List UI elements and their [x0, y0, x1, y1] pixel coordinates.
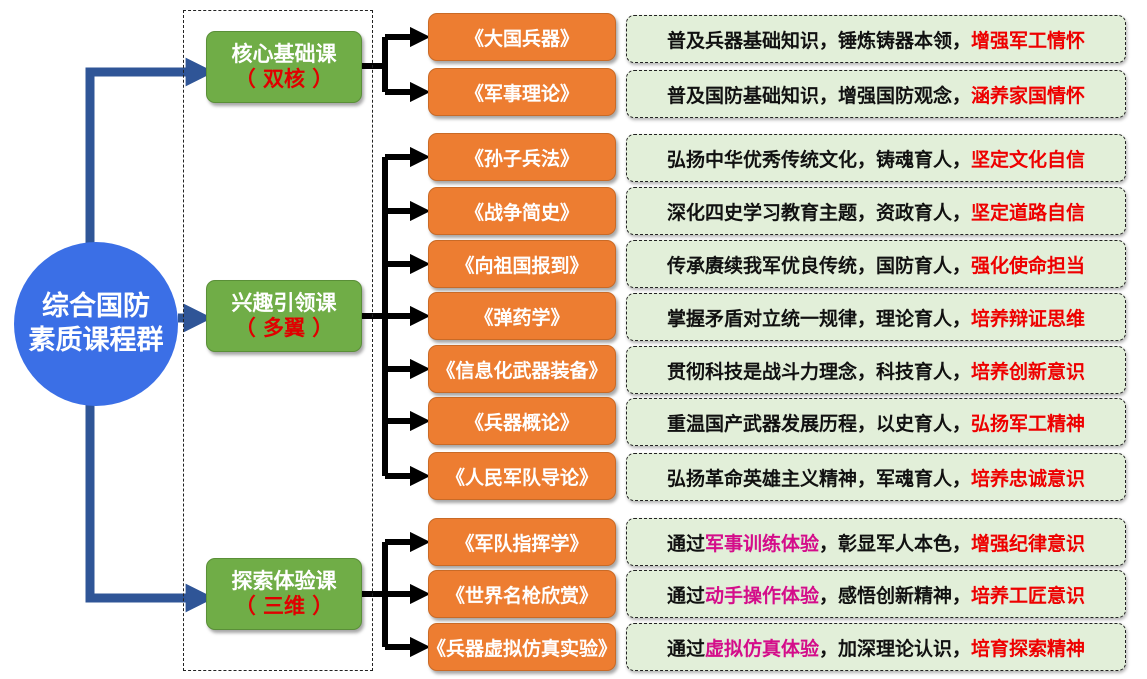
category-title: 核心基础课	[231, 41, 337, 66]
description-text: 弘扬中华优秀传统文化，铸魂育人，	[666, 148, 971, 171]
description-text: 传承赓续我军优良传统，国防育人，	[666, 254, 971, 277]
course-box: 《弹药学》	[428, 292, 616, 340]
description-text: ，彰显军人本色，	[819, 532, 972, 555]
description-box: 传承赓续我军优良传统，国防育人，强化使命担当	[626, 240, 1126, 288]
course-box: 《兵器虚拟仿真实验》	[427, 623, 617, 671]
course-box: 《战争简史》	[428, 187, 616, 235]
course-box: 《军队指挥学》	[428, 518, 616, 566]
description-box: 通过动手操作体验，感悟创新精神，培养工匠意识	[626, 570, 1126, 618]
description-text: ，加深理论认识，	[819, 637, 972, 660]
root-arrow-core	[85, 57, 215, 244]
description-goal: 培养辩证思维	[971, 307, 1086, 330]
course-box: 《世界名枪欣赏》	[428, 570, 616, 618]
course-box: 《大国兵器》	[428, 13, 616, 61]
description-goal: 培养工匠意识	[971, 584, 1086, 607]
interest-branch	[362, 146, 431, 487]
description-goal: 增强纪律意识	[971, 532, 1086, 555]
root-label-line2: 素质课程群	[28, 325, 164, 356]
description-goal: 培养创新意识	[971, 360, 1086, 383]
description-text: 弘扬革命英雄主义精神，军魂育人，	[666, 467, 971, 490]
description-text: 深化四史学习教育主题，资政育人，	[666, 201, 971, 224]
description-text: ，感悟创新精神，	[819, 584, 972, 607]
course-box: 《兵器概论》	[428, 397, 616, 445]
description-text: 普及兵器基础知识，锤炼铸器本领，	[666, 29, 971, 52]
description-goal: 培养忠诚意识	[971, 467, 1086, 490]
category-subtitle: （ 多翼 ）	[234, 316, 334, 340]
description-text: 通过	[666, 584, 705, 607]
description-text: 通过	[666, 637, 705, 660]
root-arrows	[85, 57, 215, 613]
description-box: 普及国防基础知识，增强国防观念，涵养家国情怀	[626, 70, 1126, 118]
category-interest: 兴趣引领课 （ 多翼 ）	[206, 280, 362, 352]
description-box: 弘扬中华优秀传统文化，铸魂育人，坚定文化自信	[626, 134, 1126, 182]
description-highlight: 动手操作体验	[704, 584, 819, 607]
description-text: 通过	[666, 532, 705, 555]
description-text: 掌握矛盾对立统一规律，理论育人，	[666, 307, 971, 330]
description-goal: 培育探索精神	[971, 637, 1086, 660]
description-highlight: 军事训练体验	[704, 532, 819, 555]
description-text: 贯彻科技是战斗力理念，科技育人，	[666, 360, 971, 383]
description-goal: 坚定道路自信	[971, 201, 1086, 224]
description-goal: 涵养家国情怀	[971, 84, 1086, 107]
description-box: 掌握矛盾对立统一规律，理论育人，培养辩证思维	[626, 293, 1126, 341]
category-explore: 探索体验课 （ 三维 ）	[206, 558, 362, 630]
root-arrow-explore	[85, 404, 215, 613]
category-subtitle: （ 双核 ）	[234, 67, 334, 91]
description-goal: 强化使命担当	[971, 254, 1086, 277]
description-goal: 坚定文化自信	[971, 148, 1086, 171]
category-title: 兴趣引领课	[231, 290, 337, 315]
category-group-frame	[183, 10, 373, 671]
description-text: 重温国产武器发展历程，以史育人，	[666, 412, 971, 435]
course-box: 《人民军队导论》	[428, 452, 616, 500]
description-text: 普及国防基础知识，增强国防观念，	[666, 84, 971, 107]
explore-branch	[362, 531, 431, 658]
root-node: 综合国防 素质课程群	[14, 242, 178, 406]
course-box: 《军事理论》	[428, 68, 616, 116]
description-goal: 增强军工情怀	[971, 29, 1086, 52]
category-core: 核心基础课 （ 双核 ）	[206, 31, 362, 103]
description-highlight: 虚拟仿真体验	[704, 637, 819, 660]
description-box: 通过军事训练体验，彰显军人本色，增强纪律意识	[626, 518, 1126, 566]
description-box: 贯彻科技是战斗力理念，科技育人，培养创新意识	[626, 346, 1126, 394]
description-goal: 弘扬军工精神	[971, 412, 1086, 435]
description-box: 深化四史学习教育主题，资政育人，坚定道路自信	[626, 187, 1126, 235]
core-branch	[362, 26, 431, 103]
category-title: 探索体验课	[231, 568, 337, 593]
root-label-line1: 综合国防	[42, 291, 150, 323]
category-subtitle: （ 三维 ）	[234, 594, 334, 618]
description-box: 普及兵器基础知识，锤炼铸器本领，增强军工情怀	[626, 15, 1126, 63]
course-box: 《信息化武器装备》	[428, 345, 616, 393]
description-box: 重温国产武器发展历程，以史育人，弘扬军工精神	[626, 398, 1126, 446]
description-box: 通过虚拟仿真体验，加深理论认识，培育探索精神	[626, 623, 1126, 671]
course-box: 《向祖国报到》	[428, 240, 616, 288]
course-box: 《孙子兵法》	[428, 133, 616, 181]
description-box: 弘扬革命英雄主义精神，军魂育人，培养忠诚意识	[626, 453, 1126, 501]
